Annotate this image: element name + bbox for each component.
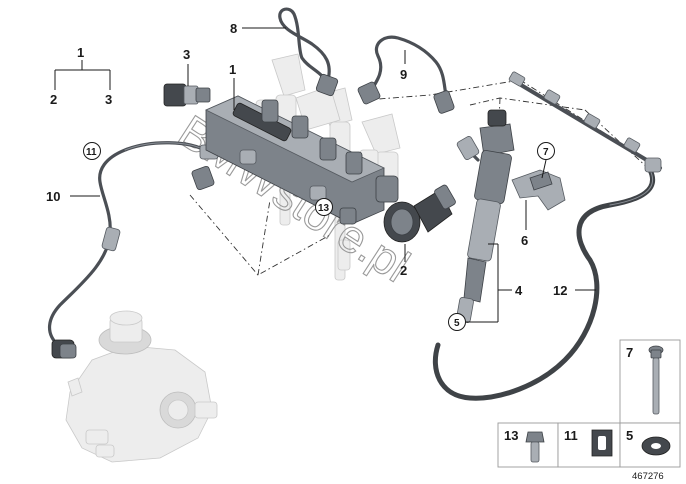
clamp-bracket	[511, 169, 566, 211]
callout-2-group: 2	[50, 92, 57, 107]
callout-1-group: 1	[77, 45, 84, 60]
rubber-grommet-icon	[591, 429, 613, 457]
callout-4: 4	[515, 283, 523, 298]
washer-icon	[641, 436, 671, 456]
screw-icon	[525, 431, 545, 463]
callout-3-group: 3	[105, 92, 112, 107]
pressure-control-valve	[383, 184, 456, 243]
callout-7: 7	[543, 147, 549, 158]
parts-box-13-label: 13	[504, 428, 518, 443]
callout-3-sensor: 3	[183, 47, 190, 62]
callout-12: 12	[553, 283, 567, 298]
callout-9: 9	[400, 67, 407, 82]
leak-off-line	[432, 71, 662, 401]
callout-13: 13	[318, 203, 330, 214]
callout-8: 8	[230, 21, 237, 36]
callouts: 1 2 3 1 3 8 9 10 11 13 2 4	[46, 21, 596, 331]
ghost-high-pressure-pump	[65, 310, 218, 463]
callout-10: 10	[46, 189, 60, 204]
injection-line-pump-to-rail	[48, 141, 219, 359]
callout-2-valve: 2	[400, 263, 407, 278]
bolt-icon	[648, 345, 664, 415]
injection-line-8	[278, 7, 339, 97]
callout-1-rail: 1	[229, 62, 236, 77]
parts-box-7-label: 7	[626, 345, 633, 360]
callout-11: 11	[86, 147, 97, 158]
injector	[456, 109, 515, 323]
rail-pressure-sensor	[163, 83, 211, 107]
parts-box-11-label: 11	[564, 428, 578, 443]
callout-6: 6	[521, 233, 528, 248]
parts-box-13	[497, 422, 559, 468]
small-parts-panel: 7 13 11 5 467276	[497, 339, 681, 482]
callout-5: 5	[454, 318, 460, 329]
parts-box-5-label: 5	[626, 428, 633, 443]
parts-box-7	[619, 339, 681, 424]
injection-line-9	[357, 35, 455, 114]
diagram-reference-number: 467276	[632, 471, 664, 482]
high-pressure-rail	[205, 95, 399, 225]
